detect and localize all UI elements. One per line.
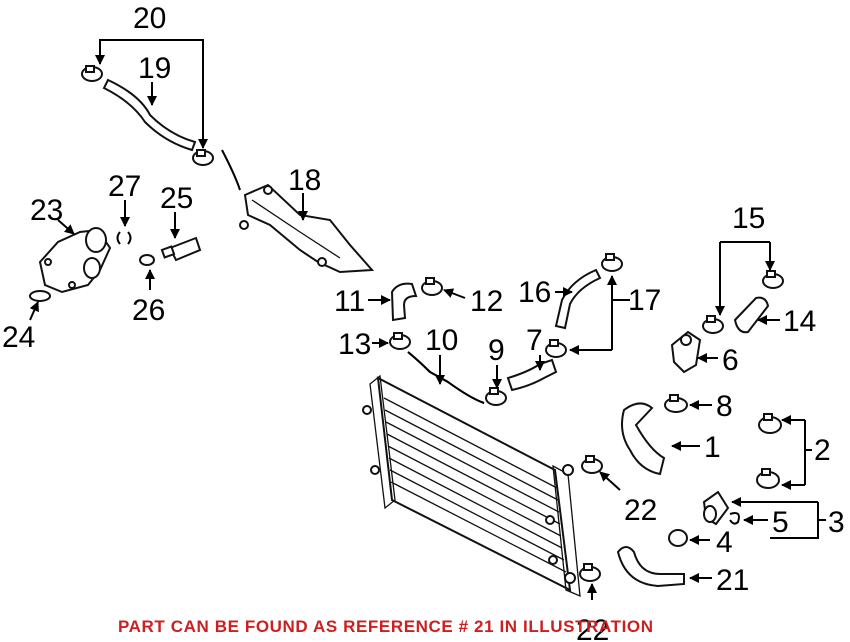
callout-4: 4 xyxy=(716,526,733,559)
connector-5 xyxy=(702,490,730,526)
callout-17: 17 xyxy=(628,284,661,317)
callout-25: 25 xyxy=(160,182,193,215)
thermostat-flange-6 xyxy=(670,330,702,374)
clamp-13 xyxy=(389,332,411,350)
callout-12: 12 xyxy=(470,285,503,318)
callout-22-lower: 22 xyxy=(576,614,609,642)
hose-1 xyxy=(621,402,666,476)
callout-16: 16 xyxy=(518,276,551,309)
clip-27 xyxy=(116,231,132,245)
hose-19 xyxy=(102,78,197,152)
callout-22-upper: 22 xyxy=(624,494,657,527)
clip-3 xyxy=(729,512,740,525)
o-ring-24 xyxy=(29,290,51,302)
callout-21: 21 xyxy=(716,564,749,597)
callout-20: 20 xyxy=(133,2,166,35)
pipe-10 xyxy=(407,351,485,404)
clamp-8 xyxy=(664,394,688,413)
callout-2: 2 xyxy=(814,434,831,467)
callout-5: 5 xyxy=(772,506,789,539)
callout-10: 10 xyxy=(425,324,458,357)
coolant-pipe-flange xyxy=(221,149,375,274)
hose-16 xyxy=(554,268,602,330)
leader-lines xyxy=(29,39,826,600)
sensor-25 xyxy=(160,236,202,262)
washer-26 xyxy=(139,254,155,266)
clamp-12 xyxy=(421,277,443,296)
callout-26: 26 xyxy=(132,294,165,327)
callout-7: 7 xyxy=(526,324,543,357)
callout-11: 11 xyxy=(334,285,365,318)
hose-14 xyxy=(733,296,770,334)
callout-13: 13 xyxy=(338,328,371,361)
radiator xyxy=(362,374,581,598)
callout-14: 14 xyxy=(783,305,816,338)
callout-27: 27 xyxy=(108,170,141,203)
clamp-20-bottom xyxy=(192,149,214,166)
clamp-15-upper xyxy=(762,270,784,289)
washer-4 xyxy=(668,529,688,547)
footer-reference-note: PART CAN BE FOUND AS REFERENCE # 21 IN I… xyxy=(118,617,654,636)
callout-23: 23 xyxy=(30,194,63,227)
callout-8: 8 xyxy=(716,390,733,423)
callout-15: 15 xyxy=(732,202,765,235)
clamps-2 xyxy=(756,413,782,489)
clamp-20-top xyxy=(81,65,103,82)
callout-6: 6 xyxy=(722,344,739,377)
callout-24: 24 xyxy=(2,321,35,354)
clamp-9 xyxy=(485,387,507,406)
clamp-22-lower xyxy=(579,563,601,582)
hose-21 xyxy=(616,546,685,588)
clamp-17-lower xyxy=(545,339,567,358)
hose-11 xyxy=(390,282,418,322)
callout-9: 9 xyxy=(488,334,505,367)
callout-19: 19 xyxy=(138,52,171,85)
thermostat-housing xyxy=(38,227,112,294)
clamp-17-upper xyxy=(601,253,623,272)
callout-1: 1 xyxy=(704,431,721,464)
callout-3: 3 xyxy=(828,506,845,539)
hose-7 xyxy=(506,358,558,392)
clamp-15-lower xyxy=(702,315,724,334)
callout-18: 18 xyxy=(288,164,321,197)
clamp-22-upper xyxy=(581,455,603,474)
